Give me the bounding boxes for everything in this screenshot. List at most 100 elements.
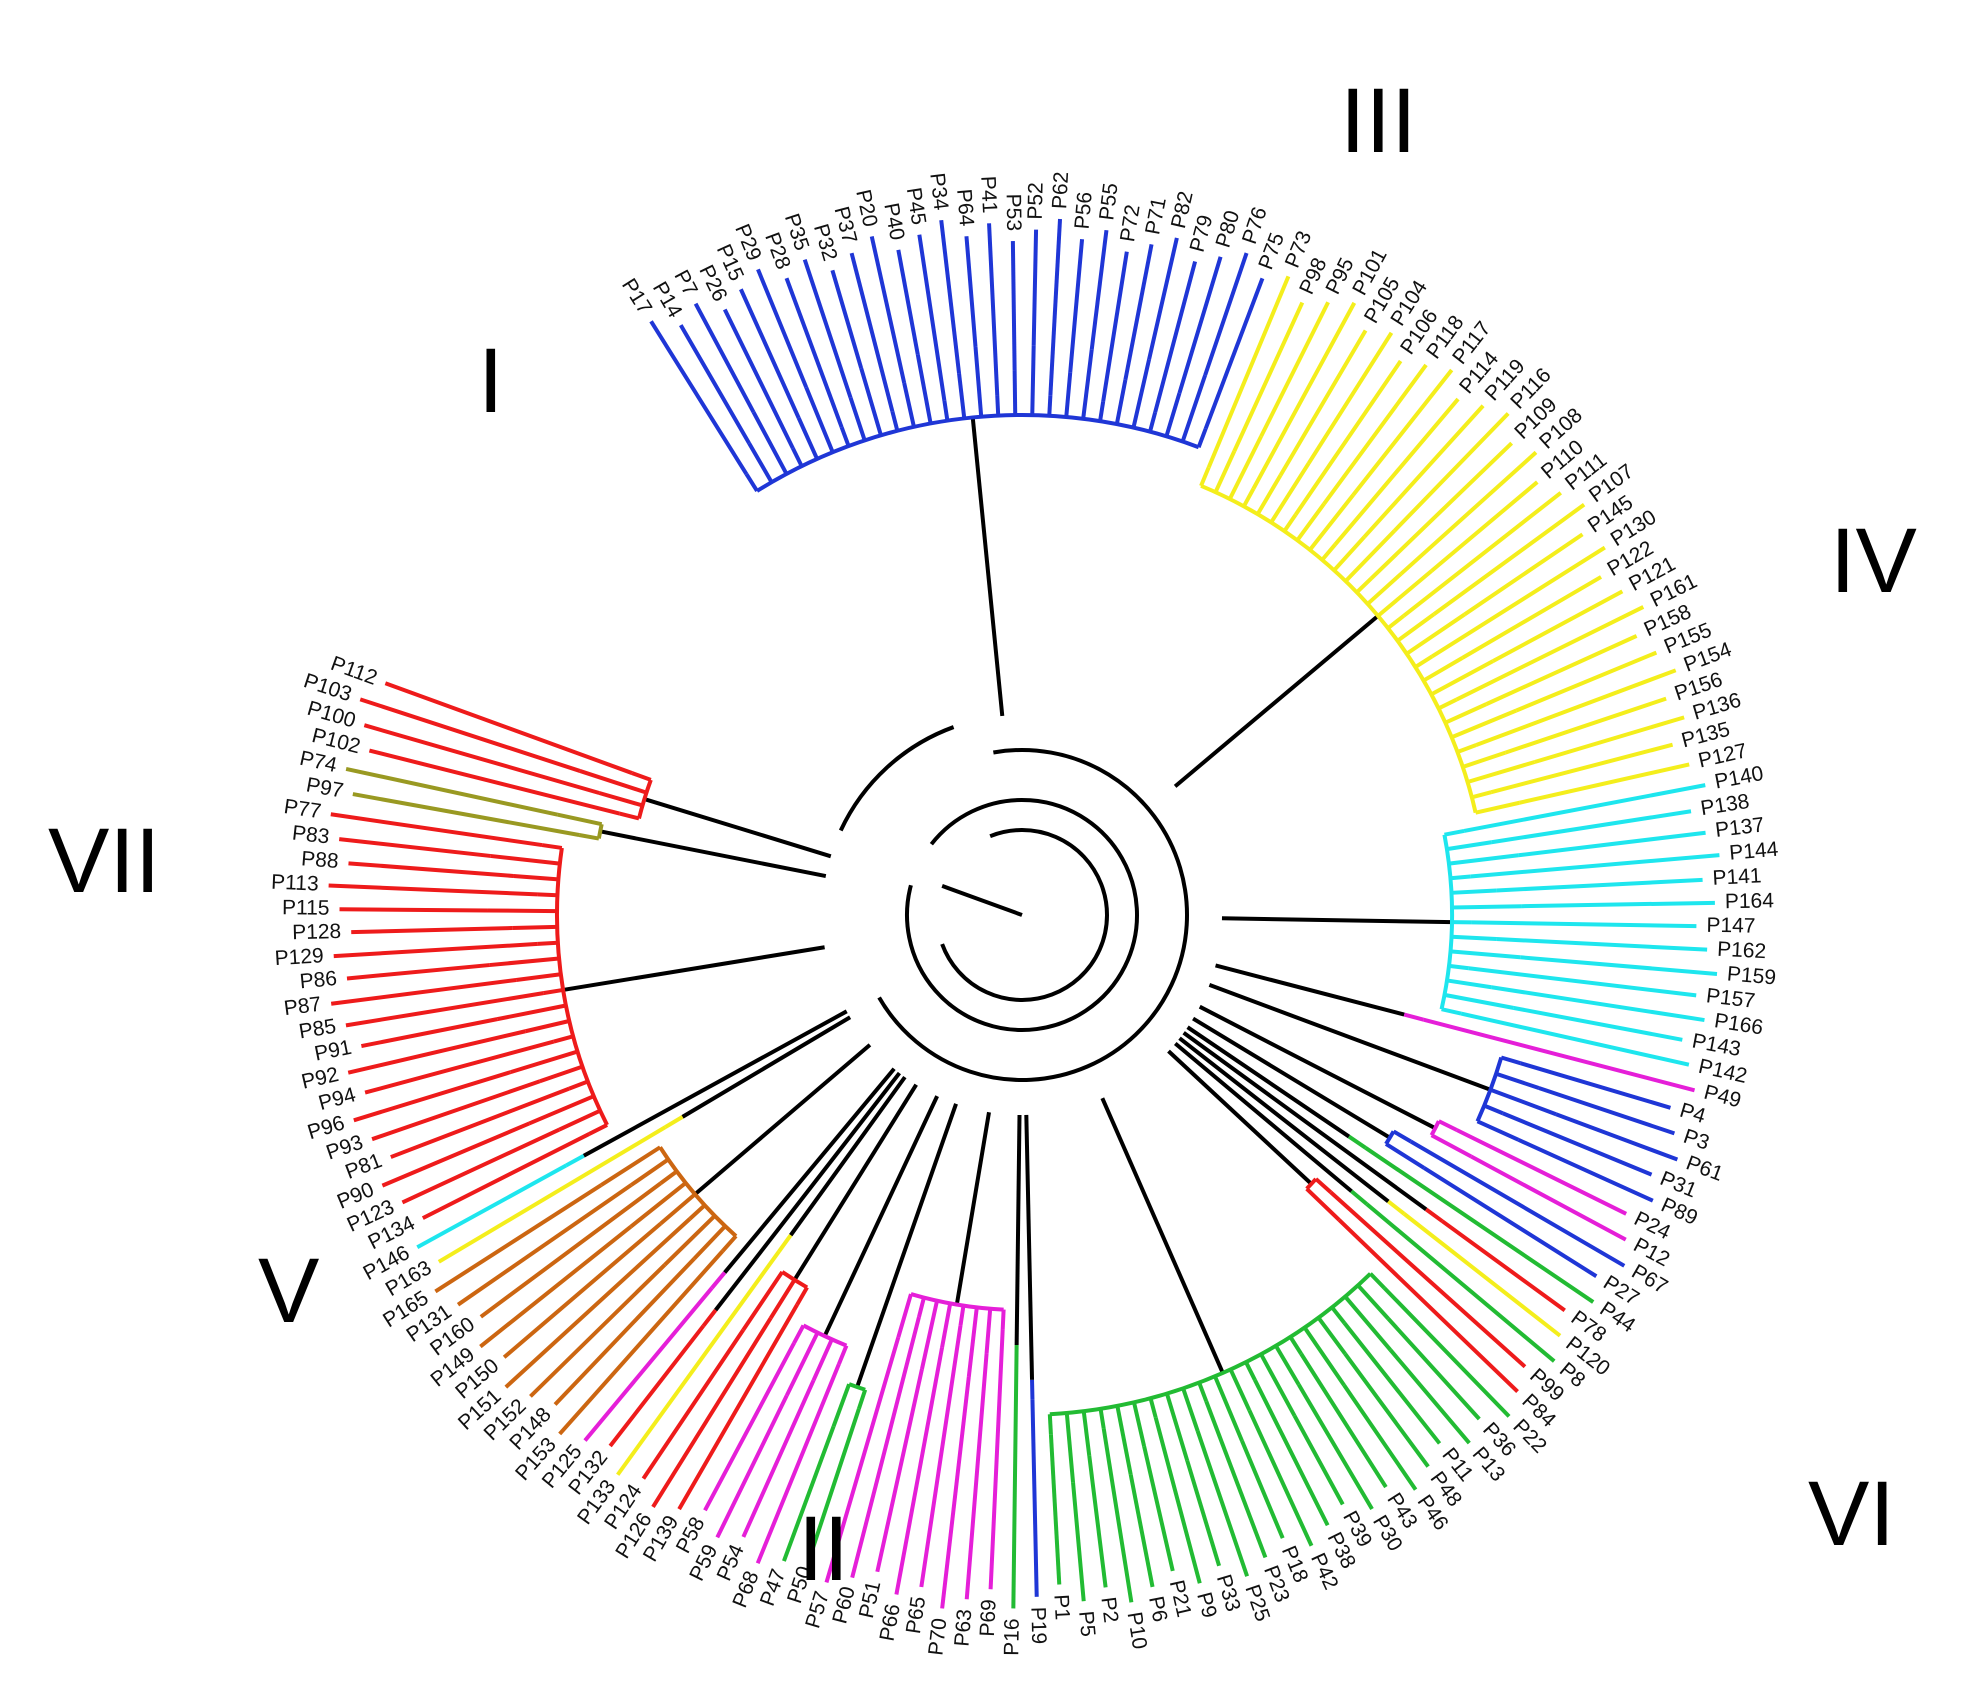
branch-P49	[1403, 1012, 1425, 1022]
root-branch	[941, 884, 1023, 917]
leaf-branch-P87	[330, 978, 517, 1006]
leaf-branch-P15	[739, 288, 801, 419]
branch-P58	[792, 1324, 806, 1345]
leaf-branch-P149	[479, 1225, 633, 1349]
group-arc-I	[555, 847, 609, 1126]
leaf-branch-P13	[1388, 1348, 1471, 1445]
leaf-branch-P62	[1048, 218, 1063, 396]
branch-P64	[973, 346, 984, 417]
leaf-branch-P117	[1351, 368, 1454, 497]
backbone-connector	[954, 1111, 991, 1305]
branch-P68	[837, 1344, 849, 1365]
branch-P62	[1047, 395, 1053, 416]
leaf-branch-P94	[364, 1039, 555, 1095]
branch-P117	[1308, 493, 1355, 552]
branch-P61	[1489, 1087, 1557, 1117]
backbone-ring-4	[838, 725, 955, 832]
branch-P86	[489, 956, 560, 968]
leaf-branch-P122	[1461, 575, 1603, 660]
backbone-connector	[1173, 1041, 1353, 1193]
branch-P10	[1098, 1408, 1106, 1429]
leaf-branch-P24	[1455, 1128, 1628, 1216]
branch-P12	[1430, 1133, 1473, 1159]
leaf-branch-P91	[360, 1017, 498, 1049]
backbone-connector	[822, 1095, 939, 1337]
branch-P98	[1213, 450, 1237, 494]
branch-P120	[1387, 1199, 1406, 1216]
leaf-branch-P44	[1364, 1146, 1595, 1304]
branch-P130	[1414, 654, 1434, 669]
leaf-branch-P42	[1247, 1409, 1314, 1547]
branch-P150	[659, 1192, 697, 1225]
leaf-branch-P125	[583, 1286, 714, 1442]
backbone-ring-1	[940, 828, 1109, 1002]
branch-P106	[1282, 513, 1298, 533]
leaf-branch-P132	[608, 1324, 705, 1448]
leaf-branch-P75	[1203, 277, 1265, 430]
branch-P9	[1148, 1397, 1158, 1419]
leaf-branch-P19	[1030, 1399, 1039, 1597]
group-arc-V	[910, 1292, 1004, 1312]
backbone-connector	[714, 1071, 902, 1312]
leaf-branch-P116	[1392, 412, 1510, 533]
branch-P119	[1332, 535, 1366, 572]
branch-P69	[1000, 1309, 1006, 1330]
branch-P56	[1064, 371, 1073, 418]
leaf-branch-P82	[1147, 237, 1179, 360]
branch-P140	[1444, 828, 1465, 837]
branch-P51	[920, 1300, 939, 1370]
leaf-branch-P18	[1240, 1440, 1285, 1539]
branch-P22	[1368, 1272, 1386, 1290]
branch-P76	[1180, 374, 1208, 443]
leaf-branch-P83	[338, 837, 491, 858]
backbone-connector	[582, 1009, 848, 1158]
branch-P30	[1274, 1344, 1301, 1386]
leaf-branch-P57	[824, 1336, 901, 1584]
branch-P100	[598, 791, 644, 808]
leaf-label-p40: P40	[879, 201, 908, 242]
leaf-label-p72: P72	[1116, 203, 1145, 244]
backbone-connector	[792, 1083, 918, 1281]
branch-P18	[1213, 1375, 1244, 1442]
leaf-branch-P61	[1555, 1112, 1679, 1162]
leaf-branch-P130	[1431, 545, 1606, 659]
branch-P32	[859, 367, 883, 436]
leaf-branch-P115	[339, 907, 488, 913]
leaf-branch-P95	[1259, 301, 1330, 438]
leaf-branch-P17	[649, 320, 749, 476]
group-arc-Vb	[848, 1382, 866, 1392]
branch-P141	[1451, 888, 1497, 895]
leaf-branch-P52	[1031, 229, 1039, 346]
branch-P163	[664, 1115, 684, 1129]
leaf-branch-P114	[1333, 397, 1460, 546]
group-arc-VII	[658, 1146, 738, 1238]
leaf-branch-P67	[1409, 1139, 1626, 1268]
leaf-branch-P88	[348, 861, 514, 878]
leaf-branch-P53	[1010, 241, 1017, 371]
leaf-branch-P20	[869, 236, 907, 384]
leaf-branch-P46	[1342, 1384, 1418, 1491]
leaf-branch-P140	[1463, 783, 1706, 833]
leaf-branch-P164	[1521, 900, 1715, 909]
leaf-label-p63: P63	[950, 1608, 976, 1647]
group-arc-misc1	[1429, 1120, 1441, 1137]
leaf-branch-P8	[1365, 1202, 1556, 1363]
leaf-branch-P9	[1153, 1417, 1202, 1584]
backbone-connector	[643, 797, 832, 859]
leaf-branch-P84	[1337, 1218, 1519, 1393]
backbone-ring-3	[877, 748, 1189, 1082]
branch-P110	[1376, 569, 1433, 618]
branch-P157	[1448, 963, 1470, 971]
leaf-branch-P76	[1203, 252, 1249, 376]
group-arc-Vc	[802, 1323, 848, 1348]
leaf-branch-P101	[1251, 301, 1357, 490]
backbone-connector	[970, 417, 1005, 717]
branch-P57	[896, 1293, 913, 1338]
leaf-branch-P35	[802, 258, 853, 399]
branch-P85	[543, 987, 564, 996]
leaf-branch-P26	[722, 308, 795, 450]
leaf-label-p56: P56	[1071, 191, 1097, 230]
leaf-label-p62: P62	[1048, 171, 1073, 210]
clade-label-ii: II	[798, 1498, 849, 1600]
branch-P54	[811, 1338, 834, 1382]
